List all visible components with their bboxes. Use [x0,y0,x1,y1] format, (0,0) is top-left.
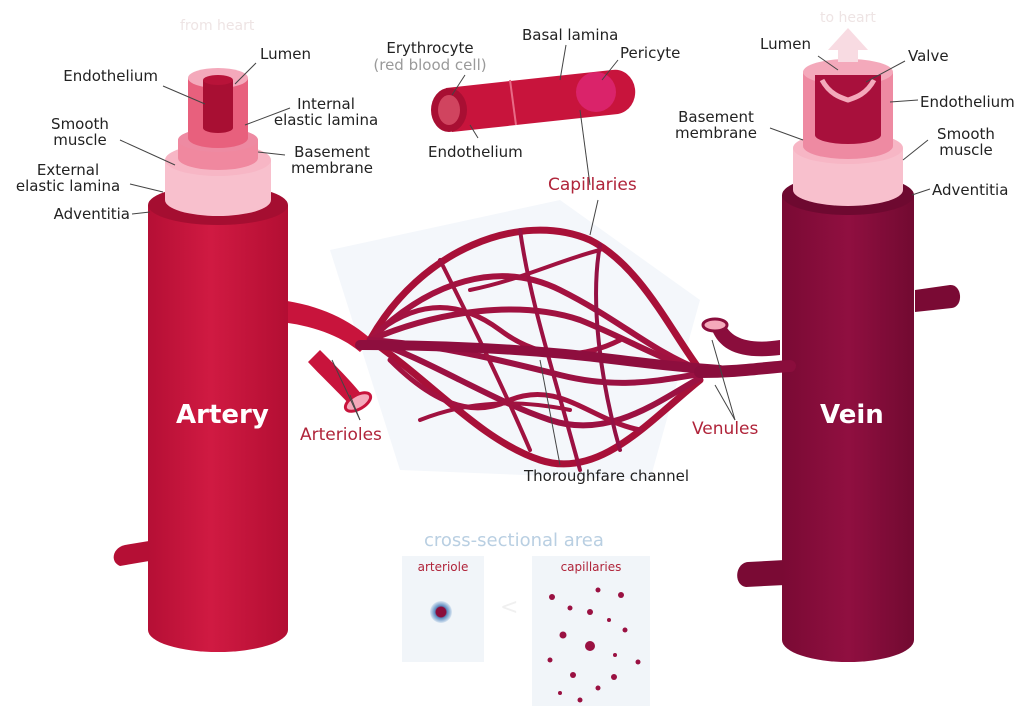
less-than-sign: < [500,600,518,616]
cross-section-panel [402,556,650,706]
arterioles-label: Arterioles [300,426,382,444]
pericyte-cell [576,72,616,112]
from-heart-label: from heart [180,18,254,34]
capillaries-box [532,556,650,706]
vein-endothelium-label: Endothelium [920,94,1015,110]
to-heart-label: to heart [820,10,876,26]
vein-adventitia-label: Adventitia [932,182,1008,198]
vein-valve-label: Valve [908,48,949,64]
vein-lower-branch [737,560,785,587]
arteriole-cross-section-label: arteriole [402,560,484,574]
artery-endothelium-label: Endothelium [40,68,158,84]
erythrocyte-label: Erythrocyte [362,40,498,56]
venules-label: Venules [692,420,758,438]
capillary-endothelium-label: Endothelium [428,144,523,160]
capillaries-label: Capillaries [548,176,637,194]
capillary-detail [431,70,635,132]
artery-lumen-top [203,75,233,85]
cross-section-title: cross-sectional area [424,530,604,551]
to-heart-arrow [828,28,868,62]
capillaries-cross-section-label: capillaries [532,560,650,574]
pericyte-label: Pericyte [620,45,680,61]
arteriole-cross-section [430,601,452,623]
erythrocyte-note: (red blood cell) [352,57,508,73]
basal-lamina-label: Basal lamina [522,27,618,43]
thoroughfare-channel-label: Thoroughfare channel [524,468,689,484]
artery-lumen [203,80,233,133]
vein-upper-branch [915,285,960,312]
venule-opening [703,319,727,331]
artery-lumen-label: Lumen [260,46,311,62]
artery-adventitia-label: Adventitia [20,206,130,222]
erythrocyte-in-capillary [438,95,460,125]
artery-title: Artery [176,400,269,430]
vein-title: Vein [820,400,884,430]
vein-lumen-label: Lumen [760,36,811,52]
